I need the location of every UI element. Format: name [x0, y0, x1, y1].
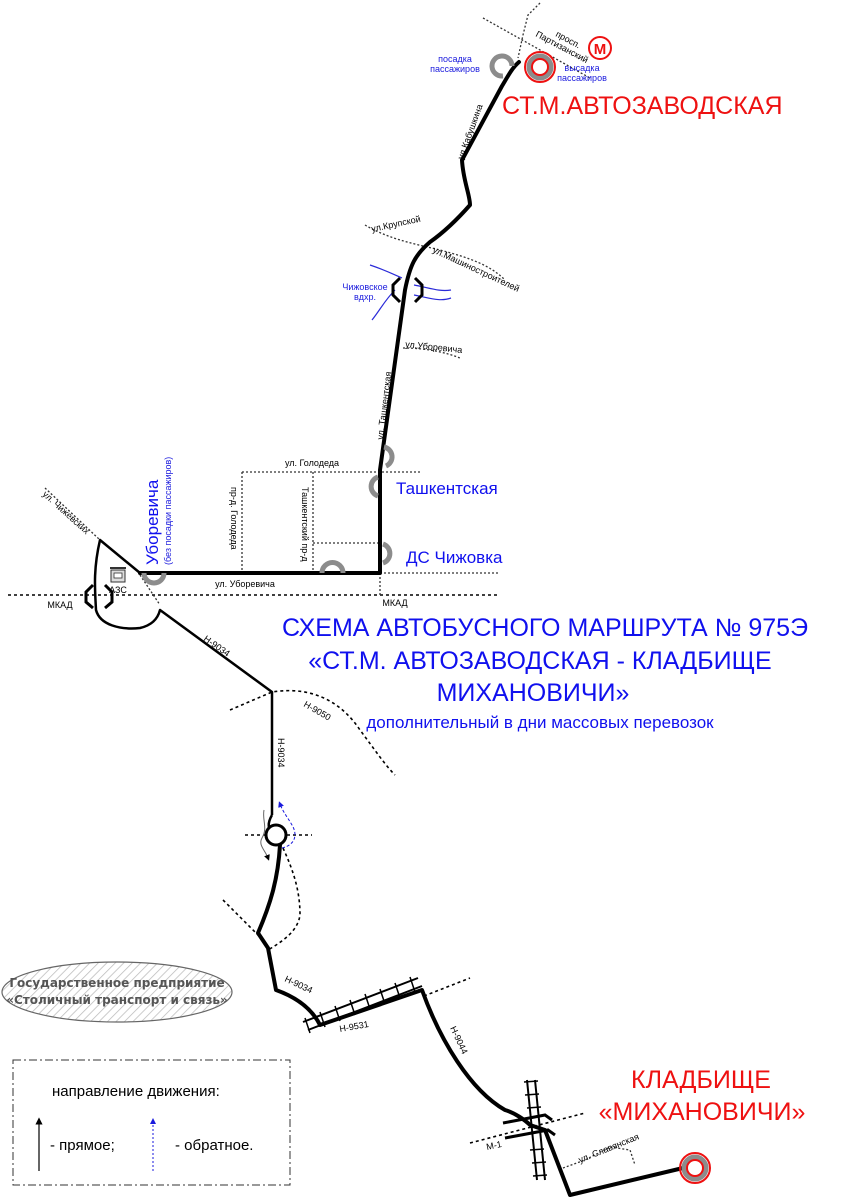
organization-badge: Государственное предприятие «Столичный т… [1, 961, 233, 1023]
stop-uborevicha [141, 572, 167, 586]
bridge-mkad [84, 583, 114, 610]
alighting-label-2: пассажиров [557, 73, 607, 83]
street-tashkentsky-pr: Ташкентский пр-д [300, 487, 310, 562]
stop-ds-chizhovka-west [319, 560, 346, 574]
stop-tashkentskaya-northbound [383, 444, 395, 469]
legend-forward: - прямое; [50, 1137, 115, 1154]
bridge-reservoir [391, 276, 424, 304]
route-line [93, 60, 685, 1197]
title-line-2: «СТ.М. АВТОЗАВОДСКАЯ - КЛАДБИЩЕ [308, 647, 771, 675]
bridge-m1 [502, 1113, 556, 1140]
street-golodeda: ул. Голодеда [285, 458, 339, 468]
stops [141, 53, 515, 586]
street-krupskoy: ул.Крупской [370, 214, 421, 234]
stop-label-ds-chizhovka: ДС Чижовка [406, 548, 503, 567]
boarding-label-2: пассажиров [430, 64, 480, 74]
road-label-h9050: Н-9050 [302, 699, 333, 722]
street-slavyanskaya: ул. Славянская [577, 1131, 641, 1164]
terminal-label-mikhanovichi-2: «МИХАНОВИЧИ» [599, 1098, 806, 1126]
street-uborevicha-upper: ул.Уборевича [405, 339, 463, 355]
railways [302, 976, 548, 1181]
alighting-label-1: высадка [564, 63, 599, 73]
title-subtitle: дополнительный в дни массовых перевозок [366, 713, 714, 732]
road-label-h9034-a: Н-9034 [202, 633, 232, 658]
secondary-roads [8, 2, 636, 1169]
boarding-label-1: посадка [438, 54, 472, 64]
street-kabushkina: ул.Кабушкина [455, 103, 484, 161]
street-pr-golodeda: пр-д. Голодеда [229, 487, 239, 550]
legend-reverse: - обратное. [175, 1137, 253, 1154]
reservoir-label-1: Чижовское [342, 282, 387, 292]
forward-direction-arrow [260, 809, 270, 861]
terminal-label-avtozavodskaya: СТ.М.АВТОЗАВОДСКАЯ [502, 92, 783, 120]
title-line-3: МИХАНОВИЧИ» [437, 679, 630, 707]
street-chizhevskikh: ул. Чижевских [41, 489, 92, 536]
road-label-mkad-left: МКАД [47, 600, 72, 610]
stop-boarding-marker [489, 53, 515, 79]
reverse-direction-arrow [278, 801, 296, 849]
svg-text:М: М [594, 41, 607, 58]
stop-label-tashkentskaya: Ташкентская [396, 479, 498, 498]
gas-station-icon [110, 567, 126, 583]
reservoir-label-2: вдхр. [354, 292, 376, 302]
terminal-label-mikhanovichi-1: КЛАДБИЩЕ [631, 1066, 771, 1094]
stop-ds-chizhovka [381, 541, 393, 566]
title-line-1: СХЕМА АВТОБУСНОГО МАРШРУТА № 975Э [282, 614, 808, 642]
terminal-avtozavodskaya [524, 51, 556, 83]
road-label-h9034-c: Н-9034 [283, 974, 314, 996]
stop-label-uborevicha: Уборевича [143, 479, 162, 565]
gas-station-label: АЗС [109, 585, 127, 595]
organization-line-2: «Столичный транспорт и связь» [6, 993, 228, 1007]
road-label-m1: М-1 [485, 1139, 502, 1152]
road-label-mkad-right: МКАД [382, 598, 407, 608]
legend: направление движения: - прямое; - обратн… [12, 1059, 291, 1186]
street-mashinostroiteley: ул.Машиностроителей [431, 245, 521, 294]
road-label-h9034-b: Н-9034 [276, 738, 286, 768]
legend-title: направление движения: [52, 1083, 220, 1100]
road-label-h9531: Н-9531 [339, 1019, 370, 1034]
metro-icon: М [588, 36, 612, 60]
terminal-mikhanovichi [679, 1152, 711, 1184]
stop-note-uborevicha: (без посадки пассажиров) [163, 457, 173, 565]
organization-line-1: Государственное предприятие [9, 976, 224, 990]
street-uborevicha: ул. Уборевича [215, 579, 275, 589]
roundabout [264, 823, 288, 847]
stop-tashkentskaya [368, 474, 380, 499]
